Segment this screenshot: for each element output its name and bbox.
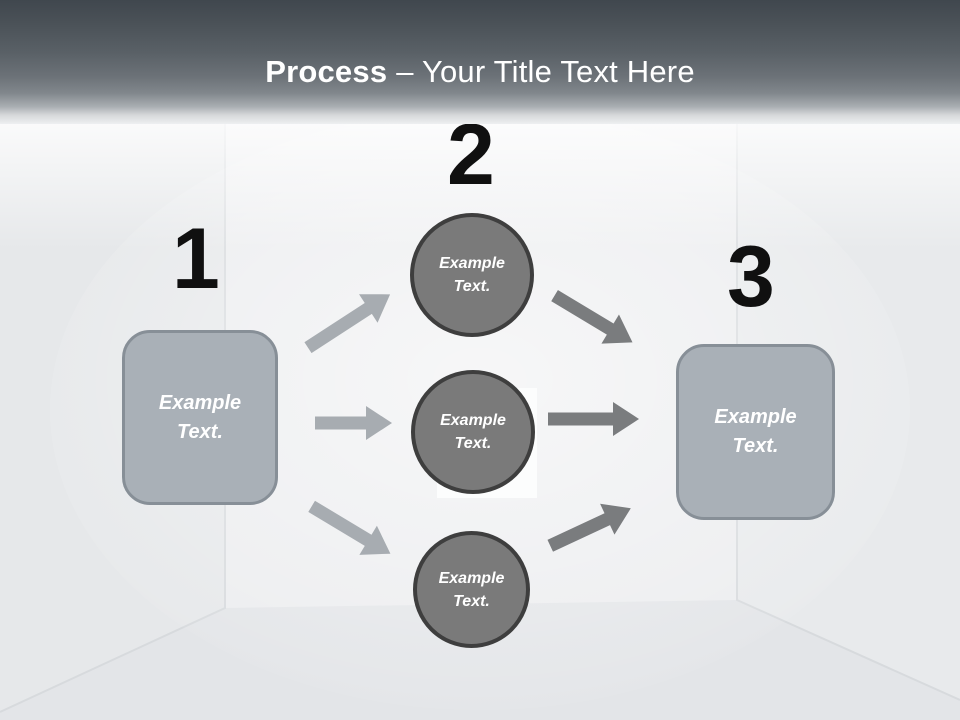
step-number-2: 2 — [447, 107, 495, 203]
arrow-right-icon — [315, 405, 392, 441]
process-end-label: Example Text. — [714, 406, 797, 457]
title-secondary-text: – Your Title Text Here — [396, 54, 695, 89]
step-number-3: 3 — [727, 229, 775, 325]
arrow-up-right-icon — [543, 492, 639, 562]
arrow-right-icon — [548, 401, 639, 437]
arrow-down-right-icon — [545, 280, 642, 358]
process-circle-bottom-label: Example Text. — [438, 569, 505, 610]
process-circle-middle-label: Example Text. — [440, 412, 506, 452]
process-circle-top: Example Text. — [410, 213, 534, 337]
slide-title: Process– Your Title Text Here — [0, 54, 960, 90]
process-circle-bottom: Example Text. — [413, 531, 530, 648]
slide-header: Process– Your Title Text Here — [0, 0, 960, 124]
process-end-box: Example Text. — [676, 344, 835, 520]
arrow-down-right-icon — [302, 491, 399, 569]
step-number-1: 1 — [172, 211, 220, 307]
process-start-box: Example Text. — [122, 330, 278, 505]
process-circle-top-label: Example Text. — [439, 255, 505, 295]
process-circle-middle: Example Text. — [411, 370, 535, 494]
arrow-up-right-icon — [298, 279, 400, 363]
title-primary-text: Process — [265, 54, 388, 89]
process-start-label: Example Text. — [158, 391, 242, 443]
